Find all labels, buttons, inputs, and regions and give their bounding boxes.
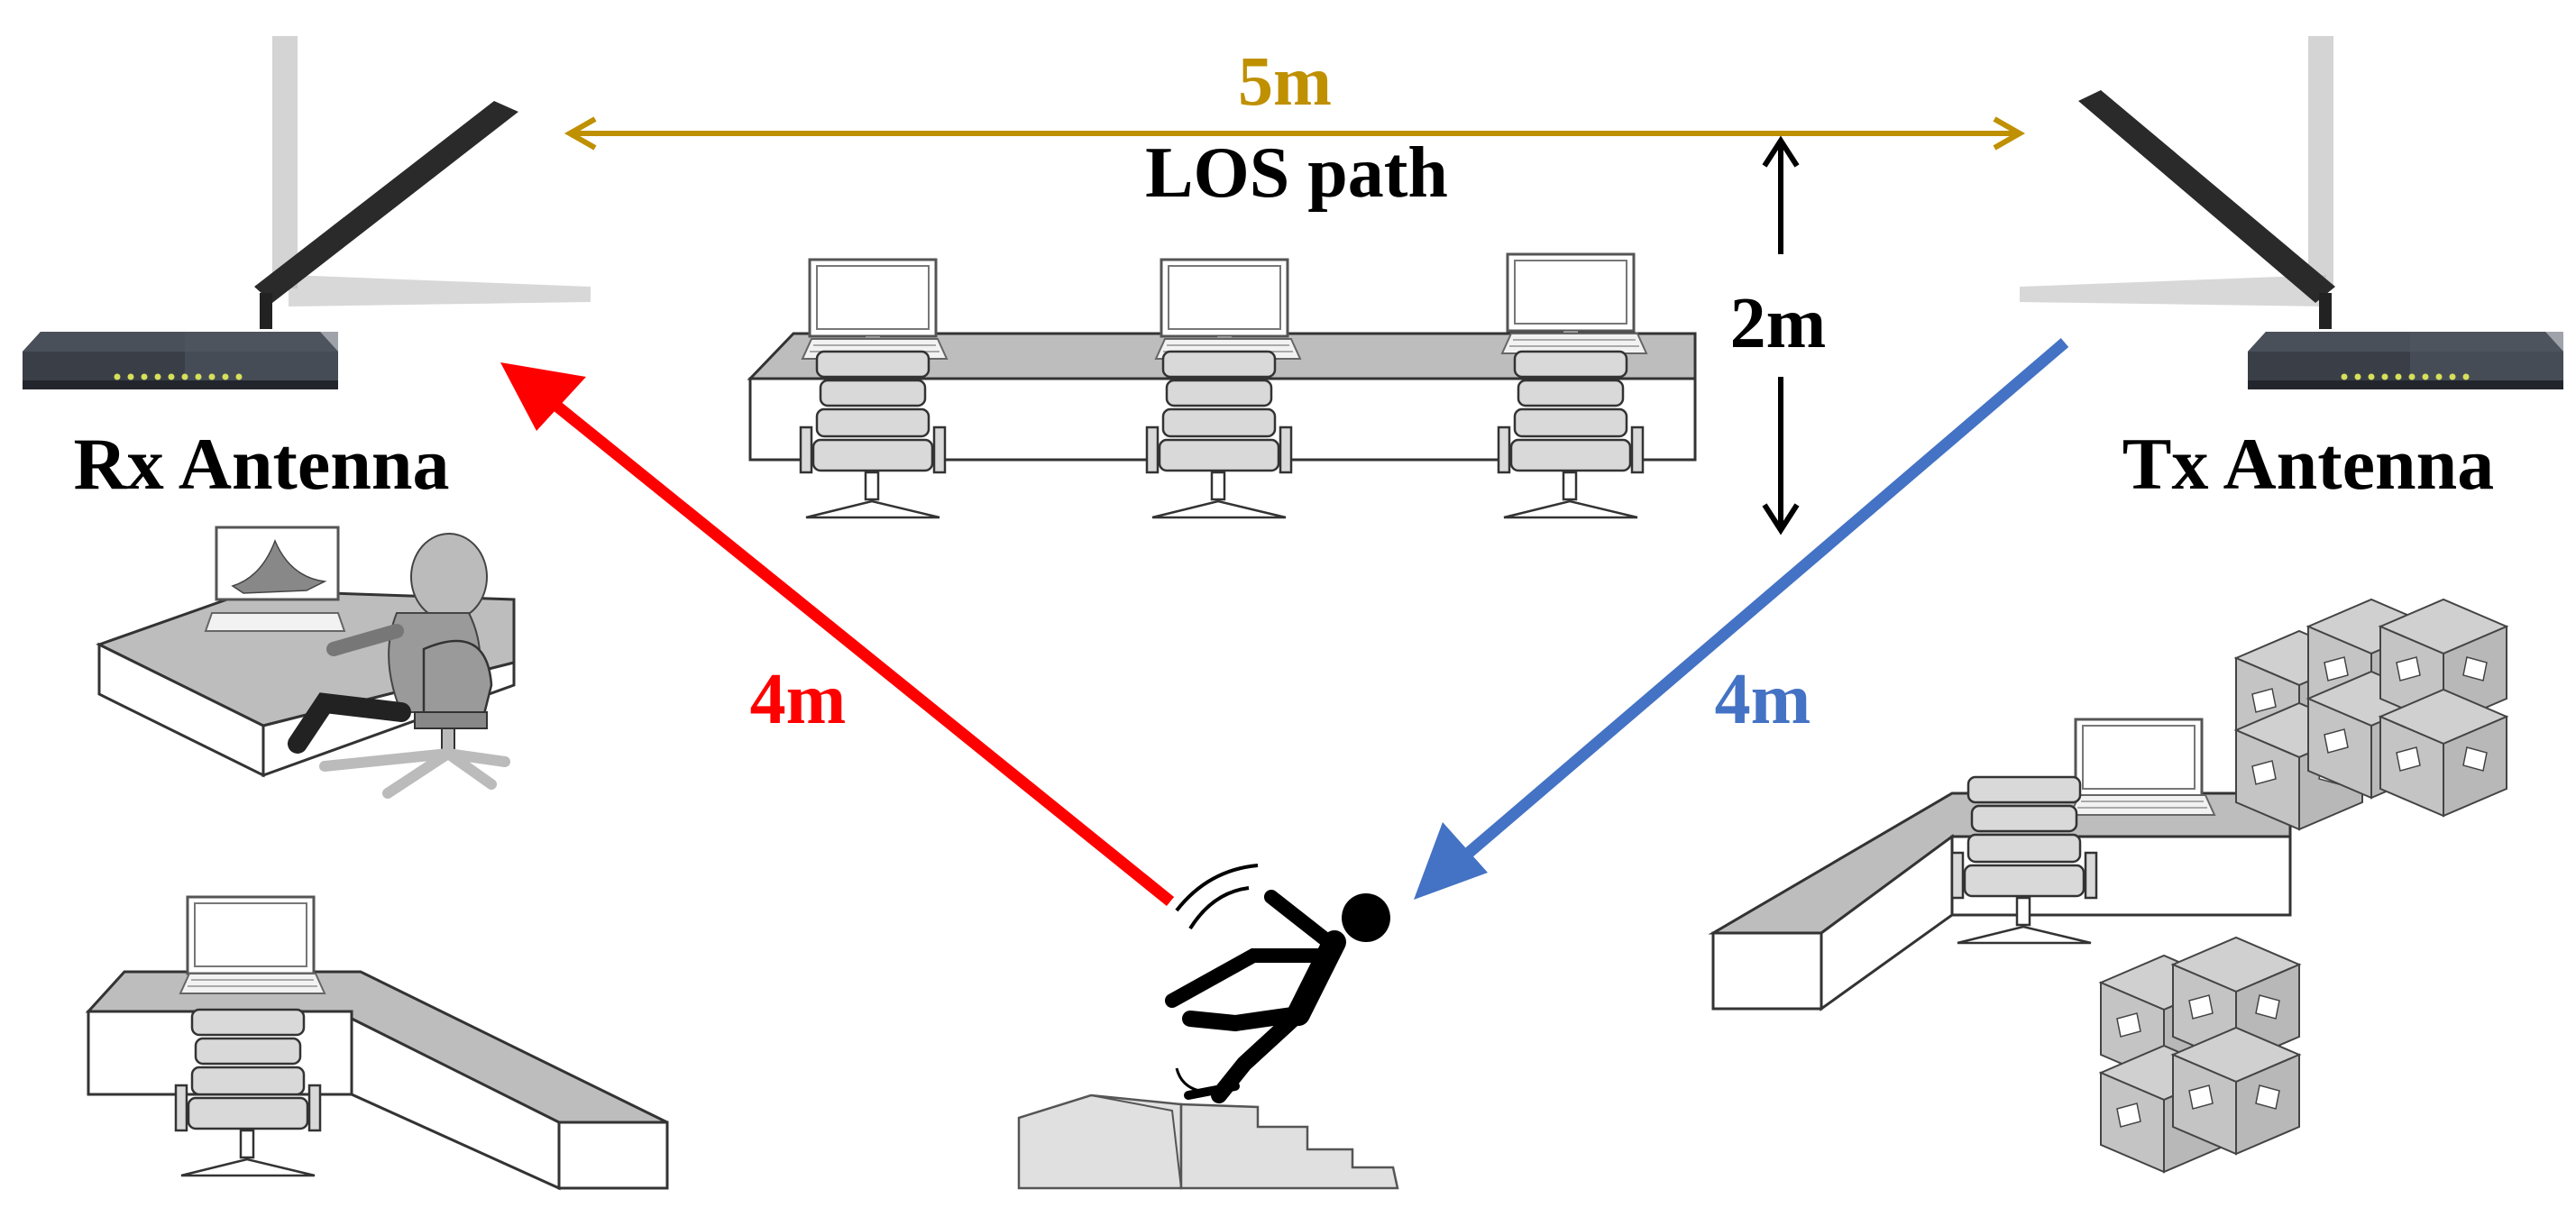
keyboard-icon <box>1501 333 1647 354</box>
chair-icon <box>1497 350 1645 519</box>
keyboard-icon <box>2069 794 2215 816</box>
los-path-arrow <box>564 116 2026 151</box>
tx-router-icon <box>2020 36 2563 389</box>
monitor-icon <box>1506 252 1636 346</box>
los-distance-label: 5m <box>1238 41 1332 120</box>
rx-antenna-icon <box>254 101 518 329</box>
monitor-icon <box>1160 258 1289 352</box>
rx-path-arrow <box>500 362 1175 907</box>
tx-antenna-icon <box>2078 90 2335 329</box>
chair-icon <box>799 350 947 519</box>
height-arrow <box>1762 135 1800 535</box>
tx-distance-label: 4m <box>1715 660 1811 739</box>
keyboard-icon <box>179 973 325 994</box>
monitor-icon <box>808 258 938 352</box>
tx-path-arrow <box>1414 338 2069 900</box>
workstation-1 <box>799 258 948 519</box>
tx-antenna-label: Tx Antenna <box>2122 423 2494 505</box>
chair-icon <box>174 1008 322 1177</box>
step-icon <box>1017 1093 1399 1190</box>
los-path-label: LOS path <box>1145 133 1448 213</box>
chair-icon <box>1145 350 1293 519</box>
rx-router-icon <box>23 36 591 389</box>
box-stack-icon <box>2235 599 2507 830</box>
height-label: 2m <box>1730 284 1827 363</box>
box-stack-icon-lower <box>2100 937 2300 1173</box>
person-at-computer-icon <box>96 526 516 799</box>
right-desk-icon <box>1708 718 2292 1011</box>
rx-antenna-label: Rx Antenna <box>74 423 450 505</box>
lower-left-desk-icon <box>85 895 669 1191</box>
falling-person-icon <box>1165 864 1390 1103</box>
chair-icon <box>1950 775 2098 945</box>
rx-distance-label: 4m <box>750 660 847 739</box>
